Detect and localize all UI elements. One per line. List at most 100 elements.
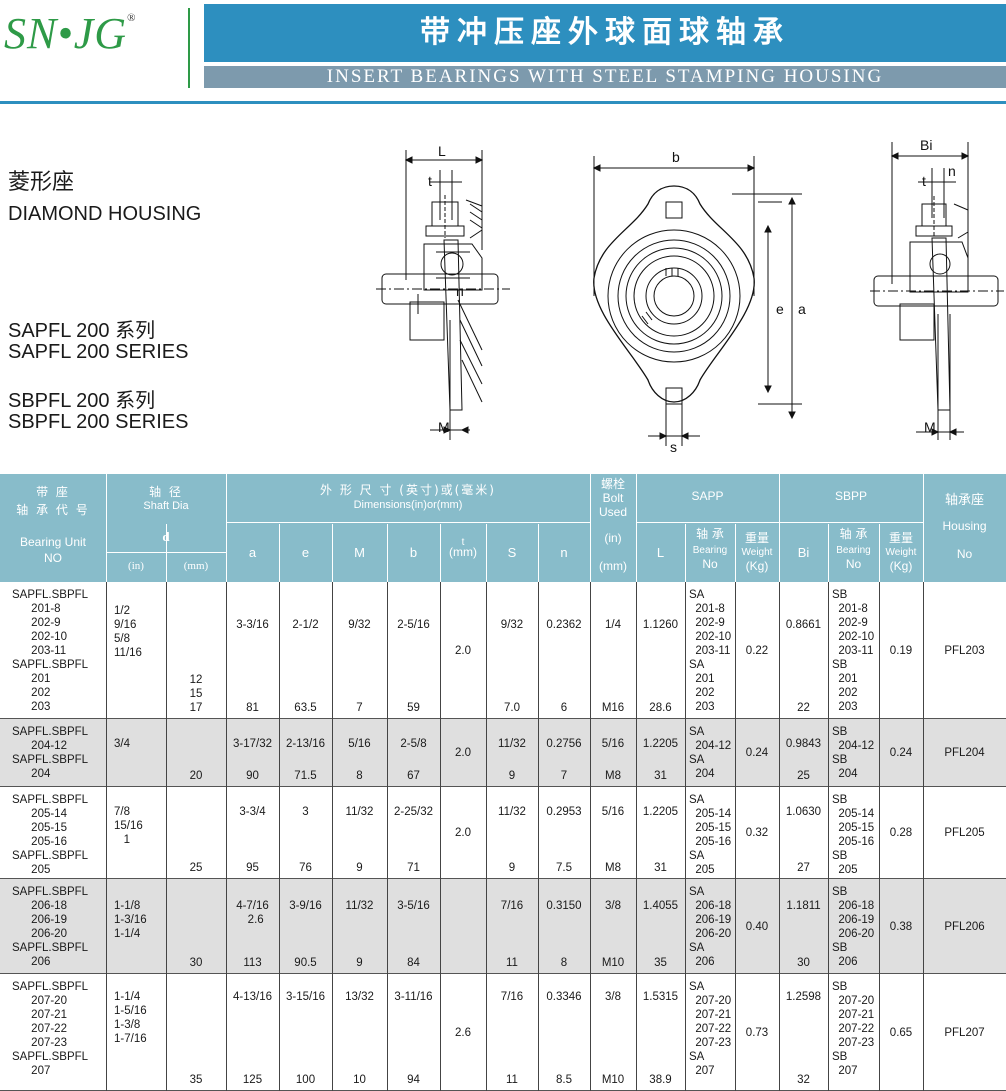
header-sa-weight-unit: (Kg) (745, 559, 769, 573)
cell-bolt-in: 1/4 (605, 619, 621, 631)
cell-shaft-in: 1-1/4 1-5/16 1-3/8 1-7/16 (114, 991, 147, 1045)
cell-L-mm: 28.6 (649, 702, 672, 714)
cell-a-mm: 113 (243, 957, 262, 969)
cell-e-in: 3-9/16 (289, 900, 322, 912)
column-divider (226, 582, 227, 719)
cell-unit: SAPFL.SBPFL 206-18 206-19 206-20 SAPFL.S… (12, 886, 89, 968)
housing-type-en: DIAMOND HOUSING (8, 203, 202, 225)
header-divider (828, 524, 829, 582)
cell-bolt-mm: M8 (605, 862, 621, 874)
column-divider (166, 582, 167, 719)
dim-label-t-2: t (922, 173, 926, 189)
column-divider (685, 582, 686, 719)
column-divider (538, 787, 539, 879)
header-Bi: Bi (797, 545, 810, 560)
cell-sa-bearing: SA 207-20 207-21 207-22 207-23 SA 207 (689, 981, 732, 1077)
column-divider (636, 719, 637, 787)
header-M: M (354, 545, 365, 560)
cell-n-in: 0.3150 (546, 900, 582, 912)
dim-label-e: e (776, 301, 784, 317)
column-divider (226, 787, 227, 879)
front-view-drawing: b e a s (582, 146, 818, 456)
cell-sb-bearing: SB 205-14 205-15 205-16 SB 205 (832, 794, 875, 876)
logo-text: SN•JG (4, 9, 128, 58)
cell-b-mm: 84 (407, 957, 420, 969)
column-divider (779, 974, 780, 1091)
column-divider (538, 974, 539, 1091)
cell-b-mm: 71 (407, 862, 420, 874)
cell-M-in: 11/32 (345, 900, 374, 912)
cell-M-mm: 9 (356, 862, 363, 874)
column-divider (166, 719, 167, 787)
cell-S-mm: 11 (506, 957, 518, 969)
column-divider (106, 974, 107, 1091)
header-sb-weight-unit: (Kg) (889, 559, 913, 573)
registered-mark: ® (127, 12, 137, 24)
cell-unit: SAPFL.SBPFL 204-12 SAPFL.SBPFL 204 (12, 726, 89, 780)
column-divider (440, 582, 441, 719)
cell-n-in: 0.3346 (546, 991, 582, 1003)
cell-S-mm: 9 (508, 862, 516, 874)
dim-label-Bi: Bi (920, 137, 932, 153)
column-divider (685, 974, 686, 1091)
brand-logo: SN•JG® (4, 8, 136, 59)
cell-sa-bearing: SA 205-14 205-15 205-16 SA 205 (689, 794, 732, 876)
cell-bolt-mm: M8 (605, 770, 621, 782)
column-divider (735, 974, 736, 1091)
column-divider (387, 974, 388, 1091)
logo-divider (188, 8, 190, 88)
cell-sb-weight: 0.38 (889, 920, 913, 933)
column-divider (279, 974, 280, 1091)
header-unit-cn-1: 带 座 (36, 485, 70, 499)
cell-L-in: 1.2205 (642, 806, 679, 818)
column-divider (486, 582, 487, 719)
column-divider (279, 787, 280, 879)
column-divider (106, 719, 107, 787)
cell-b-mm: 67 (407, 770, 420, 782)
column-divider (226, 719, 227, 787)
cell-sb-bearing: SB 204-12 SB 204 (832, 726, 875, 780)
column-divider (923, 787, 924, 879)
cell-sa-bearing: SA 204-12 SA 204 (689, 726, 732, 780)
column-divider (590, 787, 591, 879)
header-divider (636, 522, 923, 523)
header-divider (440, 524, 441, 582)
header-sa-bearing-no: No (702, 557, 718, 571)
column-divider (923, 879, 924, 974)
cell-bolt-mm: M10 (601, 1074, 625, 1086)
header-housing-en: Housing (942, 519, 987, 533)
cell-unit: SAPFL.SBPFL 201-8 202-9 202-10 203-11 SA… (12, 589, 89, 713)
row-divider (0, 718, 1006, 719)
table-row (0, 719, 1006, 787)
cell-b-in: 2-5/16 (397, 619, 430, 631)
dim-label-n: n (456, 283, 464, 299)
header-sa-weight-en: Weight (741, 547, 773, 558)
cell-sb-weight: 0.65 (889, 1026, 913, 1039)
cell-n-mm: 6 (560, 702, 568, 714)
cell-housing: PFL206 (944, 920, 985, 933)
header-d: d (162, 529, 170, 544)
column-divider (636, 879, 637, 974)
header-t-unit: (mm) (449, 545, 477, 559)
column-divider (636, 974, 637, 1091)
cell-shaft-mm: 25 (189, 862, 203, 874)
cell-L-in: 1.5315 (642, 991, 679, 1003)
row-divider (0, 878, 1006, 879)
header-divider (106, 474, 107, 582)
cell-L-mm: 31 (654, 862, 667, 874)
column-divider (106, 879, 107, 974)
cell-n-in: 0.2953 (546, 806, 582, 818)
header-sapp: SAPP (691, 489, 724, 503)
header-divider (923, 474, 924, 582)
dim-label-M-2: M (924, 419, 936, 435)
cell-housing: PFL203 (944, 644, 985, 657)
header-divider (538, 524, 539, 582)
column-divider (735, 787, 736, 879)
header-divider (735, 524, 736, 582)
cell-sb-bearing: SB 207-20 207-21 207-22 207-23 SB 207 (832, 981, 875, 1077)
cell-M-in: 11/32 (345, 806, 374, 818)
cell-M-in: 9/32 (348, 619, 371, 631)
side-section-drawing-sbpfl: Bi t n M (870, 134, 1004, 450)
page-title-en: INSERT BEARINGS WITH STEEL STAMPING HOUS… (204, 66, 1006, 88)
column-divider (735, 719, 736, 787)
